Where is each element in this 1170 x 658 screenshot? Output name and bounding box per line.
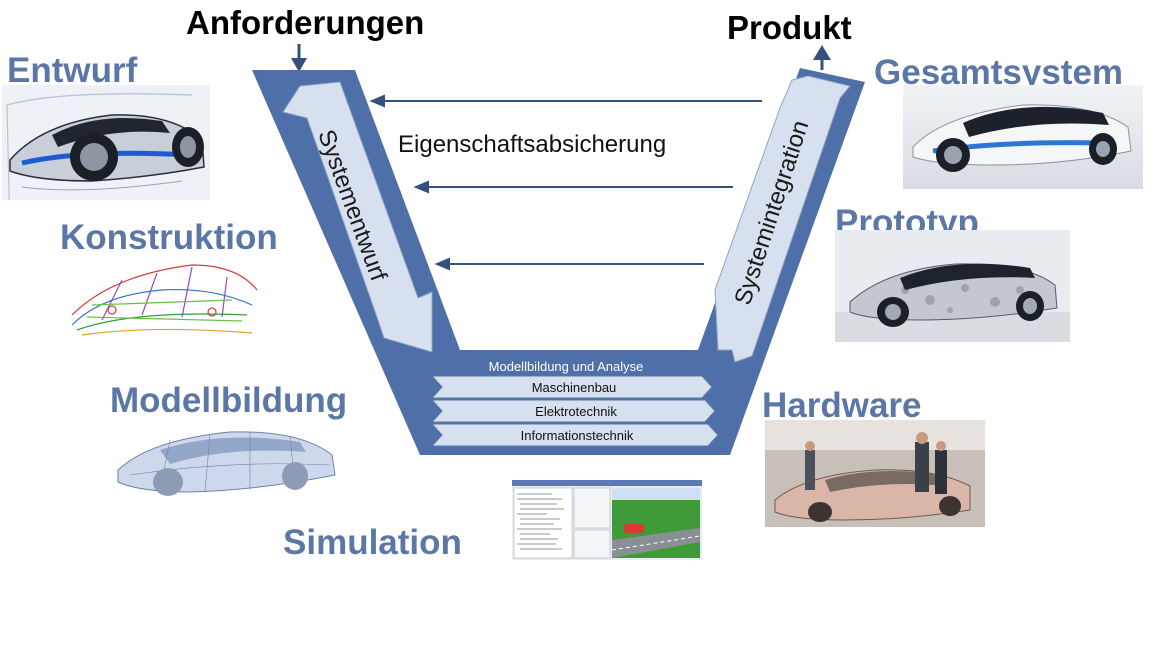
product-label: Produkt — [727, 9, 852, 46]
prototype-car-image — [835, 230, 1070, 342]
requirements-down-arrow — [291, 44, 307, 72]
hardware-assembly-image — [765, 420, 985, 527]
stage-label-design: Entwurf — [7, 51, 138, 90]
construction-wireframe-image — [62, 255, 262, 340]
modeling-car-image — [110, 420, 340, 500]
discipline-3: Informationstechnik — [521, 428, 634, 443]
product-up-arrow — [813, 45, 831, 70]
feedback-arrows — [369, 94, 762, 271]
stage-label-hardware: Hardware — [762, 386, 922, 425]
discipline-arrows — [430, 375, 719, 447]
stage-label-simulation: Simulation — [283, 523, 462, 562]
stage-label-construction: Konstruktion — [60, 218, 278, 257]
discipline-1: Maschinenbau — [532, 380, 617, 395]
bottom-title: Modellbildung und Analyse — [489, 359, 644, 374]
requirements-label: Anforderungen — [186, 4, 425, 41]
discipline-arrow-3 — [430, 423, 719, 447]
property-assurance-label: Eigenschaftsabsicherung — [398, 131, 667, 158]
stage-label-total-system: Gesamtsystem — [874, 53, 1124, 92]
stage-label-modeling: Modellbildung — [110, 381, 348, 420]
left-arm-arrow — [282, 81, 433, 353]
discipline-arrow-2 — [430, 399, 716, 423]
right-arm-arrow — [714, 75, 851, 363]
design-sketch-image — [2, 85, 210, 200]
v-shape — [252, 68, 865, 455]
discipline-arrow-1 — [430, 375, 713, 399]
simulation-screenshot-image — [512, 480, 702, 560]
total-system-car-image — [903, 85, 1143, 189]
discipline-2: Elektrotechnik — [535, 404, 617, 419]
